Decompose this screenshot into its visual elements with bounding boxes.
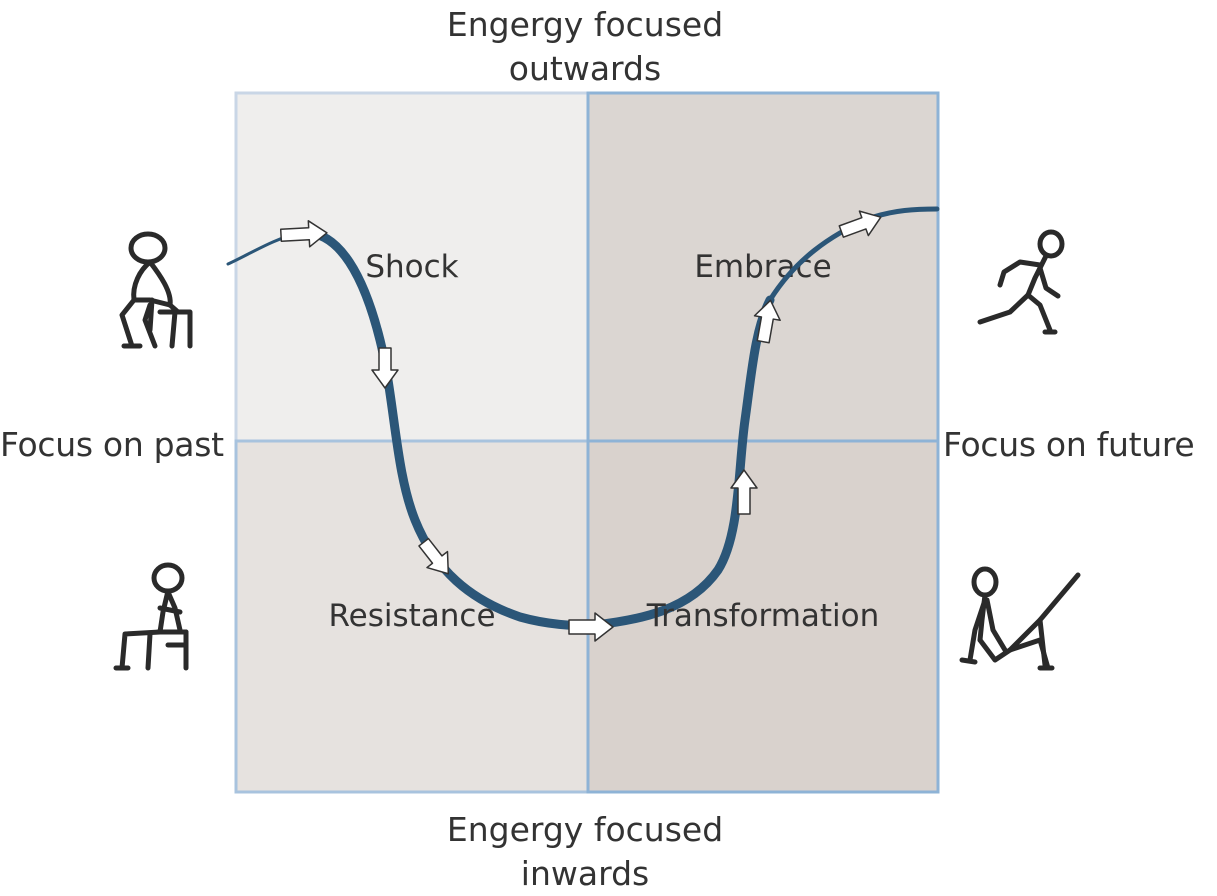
stick-figure-sitting-slumped-icon bbox=[119, 231, 193, 349]
quadrant-label-transformation: Transformation bbox=[646, 598, 880, 634]
arrow-up-right-icon bbox=[838, 210, 882, 238]
arrow-right-icon bbox=[568, 612, 614, 642]
quadrant-embrace-bg bbox=[588, 93, 938, 441]
left-axis-label: Focus on past bbox=[0, 425, 224, 464]
arrow-down-icon bbox=[371, 347, 399, 389]
arrow-up-icon bbox=[753, 299, 781, 344]
bottom-axis-label-line-1: Engergy focused bbox=[446, 810, 724, 849]
quadrant-transformation-border bbox=[586, 439, 940, 794]
curve-segment-descent bbox=[295, 228, 600, 631]
quadrant-label-shock: Shock bbox=[365, 249, 458, 285]
stick-figure-running-icon bbox=[977, 229, 1065, 335]
bottom-axis-label: Engergy focused inwards bbox=[385, 808, 785, 896]
top-axis-label-line-1: Engergy focused bbox=[446, 5, 724, 44]
top-axis-label-line-2: outwards bbox=[508, 49, 662, 88]
curve-arrows bbox=[279, 210, 882, 642]
right-axis-label: Focus on future bbox=[943, 425, 1195, 464]
stick-figure-stretching-icon bbox=[959, 566, 1081, 671]
bottom-axis-label-line-2: inwards bbox=[520, 854, 650, 893]
arrow-right-icon bbox=[279, 220, 328, 248]
quadrant-label-resistance: Resistance bbox=[328, 598, 495, 634]
quadrant-shock-bg bbox=[236, 93, 588, 441]
arrow-up-icon bbox=[730, 469, 758, 515]
quadrant-grid bbox=[234, 91, 940, 794]
curve-segment-ascent bbox=[590, 295, 775, 630]
stick-figure-sitting-arms-crossed-icon bbox=[113, 562, 189, 671]
top-axis-label: Engergy focused outwards bbox=[385, 3, 785, 91]
arrow-down-right-icon bbox=[418, 537, 450, 575]
